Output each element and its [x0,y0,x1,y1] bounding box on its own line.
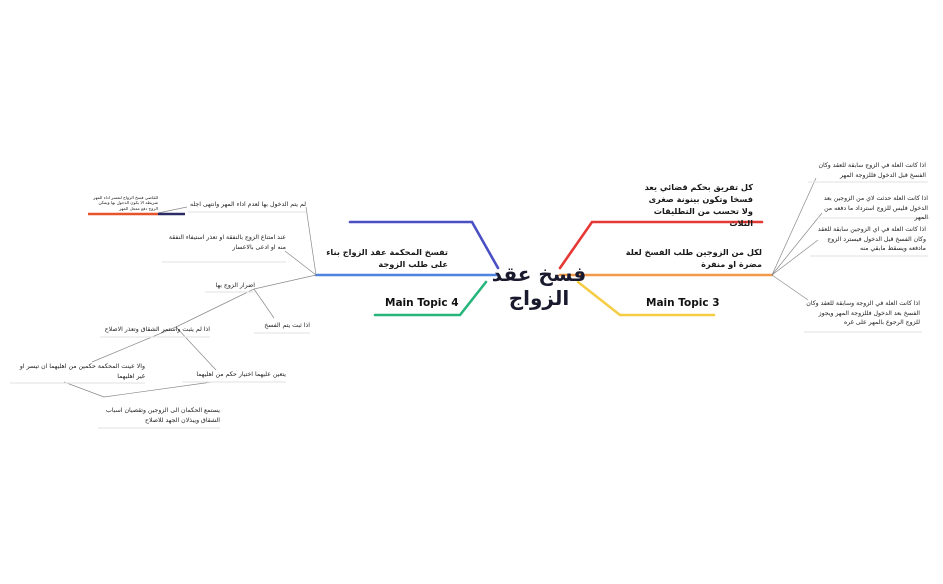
right-sub-3-text: اذا كانت العلة في اي الزوجين سابقة للعقد… [817,226,926,252]
central-title: فسخ عقد الزواج [491,262,587,310]
left-topic-1[interactable]: تفسخ المحكمة عقد الزواج بناء على طلب الز… [320,246,448,270]
left-sub-c[interactable]: اضرار الزوج بها [205,281,256,291]
left-topic-1-text: تفسخ المحكمة عقد الزواج بناء على طلب الز… [326,247,448,269]
left-sub-f[interactable]: والا عينت المحكمة حكمين من اهليهما ان تي… [10,362,145,381]
right-sub-1-text: اذا كانت العلة في الزوج سابقة للعقد وكان… [818,162,926,179]
left-sub-f-text: والا عينت المحكمة حكمين من اهليهما ان تي… [19,363,145,380]
left-sub-underlines [10,211,310,429]
left-sub-a-text: لم يتم الدخول بها لعدم اداء المهر وانتهى… [190,201,306,208]
right-sub-underlines [804,181,930,333]
right-sub-connectors [771,177,823,301]
branch-right-1 [558,220,764,270]
left-sub-h[interactable]: يستمع الحكمان الى الزوجين وتقصيان اسباب … [98,406,220,425]
left-sub-d-text: اذا ثبت يتم الفسخ [264,322,310,329]
left-tiny-note[interactable]: للقاضي فسخ الزواج لتعسر اداء المهر شريطة… [88,195,158,211]
left-sub-b[interactable]: عند امتناع الزوج بالنفقة او تعذر استيفاء… [162,233,286,252]
left-sub-e[interactable]: اذا لم يثبت واستمر الشقاق وتعذر الاصلاح [100,325,210,335]
right-sub-1[interactable]: اذا كانت العلة في الزوج سابقة للعقد وكان… [808,161,926,180]
left-sub-a[interactable]: لم يتم الدخول بها لعدم اداء المهر وانتهى… [188,200,306,210]
left-sub-d[interactable]: اذا ثبت يتم الفسخ [254,321,310,331]
right-sub-2[interactable]: اذا كانت العلة حدثت لاي من الزوجين بعد ا… [820,194,928,223]
left-tiny-note-text: للقاضي فسخ الزواج لتعسر اداء المهر شريطة… [93,195,158,211]
right-topic-2[interactable]: لكل من الزوجين طلب الفسخ لعلة مضرة او من… [616,246,762,270]
left-topic-2[interactable]: Main Topic 4 [385,297,465,309]
left-sub-h-text: يستمع الحكمان الى الزوجين وتقصيان اسباب … [106,407,220,424]
right-sub-3[interactable]: اذا كانت العلة في اي الزوجين سابقة للعقد… [810,225,926,254]
right-topic-3-text: Main Topic 3 [646,297,720,309]
right-sub-4[interactable]: اذا كانت العلة في الزوجة وسابقة للعقد وك… [804,299,920,328]
left-sub-e-text: اذا لم يثبت واستمر الشقاق وتعذر الاصلاح [104,326,210,333]
right-sub-4-text: اذا كانت العلة في الزوجة وسابقة للعقد وك… [806,300,920,326]
right-topic-3[interactable]: Main Topic 3 [646,297,726,309]
left-sub-g-text: يتعين عليهما اختيار حكم من اهليهما [196,371,286,378]
left-topic-2-text: Main Topic 4 [385,297,459,309]
branch-right-3 [576,280,716,317]
left-sub-c-text: اضرار الزوج بها [215,282,256,289]
central-topic[interactable]: فسخ عقد الزواج [478,262,600,310]
right-topic-1[interactable]: كل تفريق بحكم قضائي يعد فسخا وتكون بينون… [640,181,753,229]
branch-left-1 [348,220,500,270]
right-topic-2-text: لكل من الزوجين طلب الفسخ لعلة مضرة او من… [625,247,762,269]
right-topic-1-text: كل تفريق بحكم قضائي يعد فسخا وتكون بينون… [644,182,753,228]
left-sub-connectors [63,206,317,398]
left-sub-g[interactable]: يتعين عليهما اختيار حكم من اهليهما [182,370,286,380]
branch-left-3 [373,280,488,317]
right-sub-2-text: اذا كانت العلة حدثت لاي من الزوجين بعد ا… [823,195,928,221]
left-sub-b-text: عند امتناع الزوج بالنفقة او تعذر استيفاء… [168,234,286,251]
